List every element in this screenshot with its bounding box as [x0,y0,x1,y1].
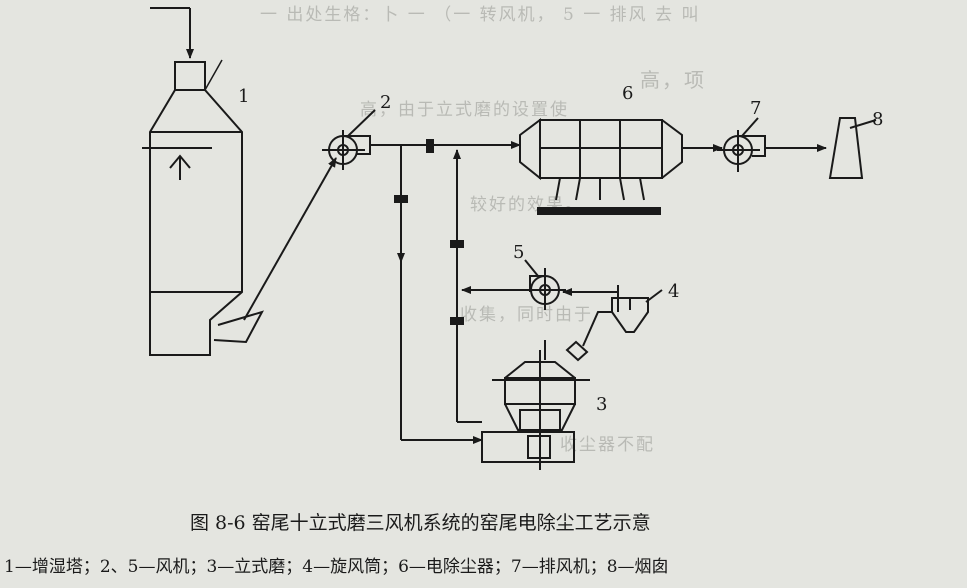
cyclone-4 [611,289,663,333]
electrostatic-precipitator-6 [519,118,683,215]
duct-fan2-to-esp [370,139,521,153]
label-1: 1 [238,86,249,107]
bleed-through-text: 收集，同时由于 [460,305,593,325]
label-8: 8 [872,109,883,130]
bleed-through-text: 一 出处生格：卜 一 （一 转风机， 5 一 排风 去 叫 [260,5,701,25]
fan-2 [322,109,376,170]
fan-5 [524,259,566,310]
duct-cyclone-to-fan5 [562,285,619,298]
label-7: 7 [750,98,761,119]
tower-inlet-duct [150,7,194,59]
chimney-8 [828,117,877,179]
vertical-mill-3 [481,340,590,470]
label-5: 5 [513,242,524,263]
duct-return-line [450,149,482,423]
label-4: 4 [668,281,679,302]
label-3: 3 [596,394,607,415]
process-diagram: 1 2 3 4 5 6 7 8 [142,7,883,470]
duct-mill-to-cyclone [565,311,612,362]
figure-caption: 图 8-6 窑尾十立式磨三风机系统的窑尾电除尘工艺示意 [190,512,651,534]
duct-bypass-to-mill [394,145,483,444]
bleed-through-text: 收尘器不配 [560,435,655,455]
label-2: 2 [380,92,391,113]
bleed-through-text: 高，项 [640,68,706,92]
duct-tower-to-fan2 [213,157,337,344]
bleed-through-text: 高，由于立式磨的设置使 [360,100,569,120]
exhaust-fan-7 [717,117,766,172]
figure-legend: 1—增湿塔；2、5—风机；3—立式磨；4—旋风筒；6—电除尘器；7—排风机；8—… [4,557,669,577]
label-6: 6 [622,83,633,104]
humidifying-tower [142,59,243,356]
